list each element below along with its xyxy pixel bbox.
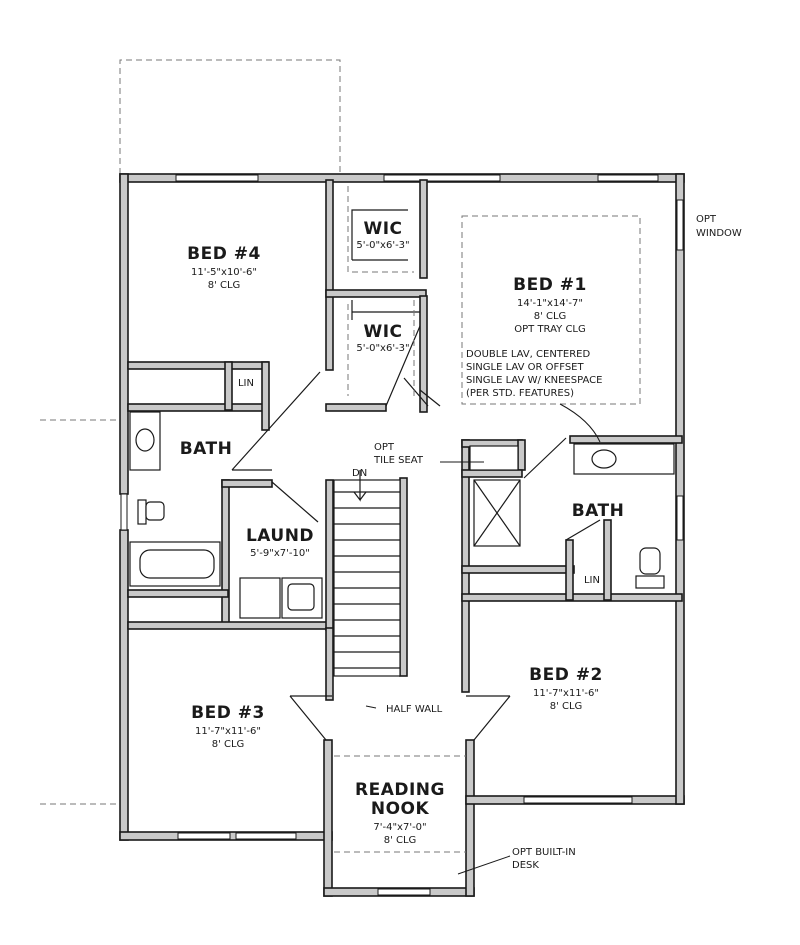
half-wall	[289, 695, 511, 741]
opt-window-note-1: OPT	[696, 214, 717, 225]
bed2-size: 11'-7"x11'-6"	[533, 688, 599, 699]
lav-note-4: (PER STD. FEATURES)	[466, 388, 574, 399]
wic-shelf-upper	[347, 186, 414, 273]
bed4-name: BED #4	[187, 244, 261, 264]
bed2-ceiling: 8' CLG	[550, 701, 583, 712]
door-swings	[231, 209, 601, 541]
nook-name-line2: NOOK	[371, 799, 430, 819]
washer	[239, 577, 281, 619]
toilet-tank-right	[635, 575, 665, 589]
lin2-name: LIN	[584, 575, 600, 586]
bed3-ceiling: 8' CLG	[212, 739, 245, 750]
bath2-name: BATH	[572, 501, 625, 521]
dn-label: DN	[352, 468, 367, 479]
lav-note-3: SINGLE LAV W/ KNEESPACE	[466, 375, 602, 386]
wic2-name: WIC	[363, 322, 402, 342]
windows	[120, 174, 684, 896]
bed3-size: 11'-7"x11'-6"	[195, 726, 261, 737]
tile-seat-note-1: OPT	[374, 442, 395, 453]
laund-size: 5'-9"x7'-10"	[250, 548, 310, 559]
tile-seat-note-2: TILE SEAT	[373, 455, 424, 466]
toilet-right	[639, 547, 661, 575]
dashed-structure-outline	[119, 59, 341, 174]
nook-name-line1: READING	[355, 780, 445, 800]
bath-left-fixtures	[129, 411, 221, 587]
bed1-ceiling: 8' CLG	[534, 311, 567, 322]
bed4-ceiling: 8' CLG	[208, 280, 241, 291]
desk-note-1: OPT BUILT-IN	[512, 847, 576, 858]
bed1-name: BED #1	[513, 275, 587, 295]
lin1-name: LIN	[238, 378, 254, 389]
nook-built-in-desk	[334, 755, 466, 853]
laund-name: LAUND	[246, 526, 314, 546]
bed1-size: 14'-1"x14'-7"	[517, 298, 583, 309]
wic2-size: 5'-0"x6'-3"	[356, 343, 409, 354]
lav-note-1: DOUBLE LAV, CENTERED	[466, 349, 590, 360]
nook-size: 7'-4"x7'-0"	[373, 822, 426, 833]
half-wall-label: HALF WALL	[386, 704, 443, 715]
wic-shelf-lower	[347, 300, 415, 396]
sink-right	[591, 449, 617, 469]
bath-right-fixtures	[469, 443, 675, 589]
bed2-name: BED #2	[529, 665, 603, 685]
nook-ceiling: 8' CLG	[384, 835, 417, 846]
wic1-size: 5'-0"x6'-3"	[356, 240, 409, 251]
wic1-name: WIC	[363, 219, 402, 239]
bed4-size: 11'-5"x10'-6"	[191, 267, 257, 278]
laundry-fixtures	[239, 577, 323, 619]
bed1-ceiling-opt: OPT TRAY CLG	[514, 324, 586, 335]
leader-lines	[365, 403, 601, 875]
opt-window-note-2: WINDOW	[696, 228, 742, 239]
vanity-right	[573, 443, 675, 475]
tray-ceiling-outline	[461, 215, 641, 405]
bath1-name: BATH	[180, 439, 233, 459]
bed3-name: BED #3	[191, 703, 265, 723]
sink-left	[135, 428, 155, 452]
desk-note-2: DESK	[512, 860, 539, 871]
lav-note-2: SINGLE LAV OR OFFSET	[466, 362, 584, 373]
tile-seat	[469, 445, 519, 471]
stairs	[333, 470, 401, 677]
toilet-left	[145, 501, 165, 521]
interior-walls	[127, 179, 683, 701]
